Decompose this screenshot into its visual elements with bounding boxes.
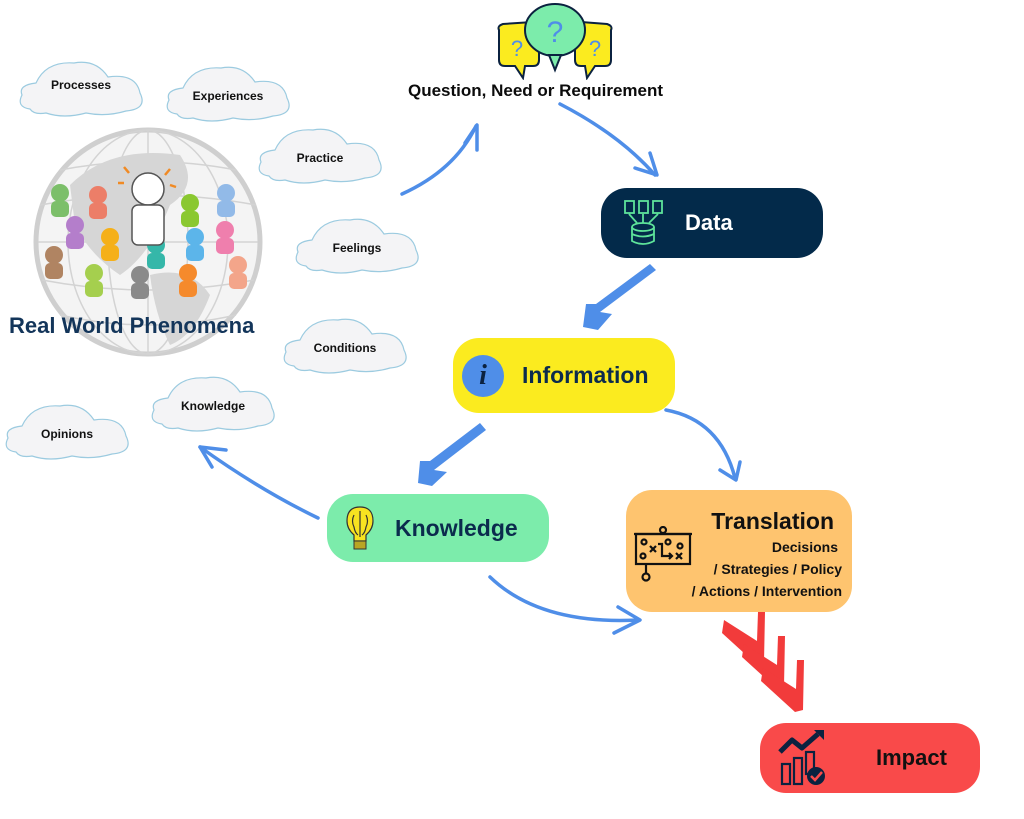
data-label: Data xyxy=(685,210,733,235)
translation-sub-actions: / Actions / Intervention xyxy=(691,583,842,599)
data-node: Data xyxy=(601,188,823,258)
cloud-knowledge: Knowledge xyxy=(148,370,278,434)
svg-text:?: ? xyxy=(511,36,523,61)
translation-sub-strategies: / Strategies / Policy xyxy=(713,561,842,577)
strategy-board-icon xyxy=(634,526,692,582)
arrow-question-to-data xyxy=(558,102,659,177)
cloud-icon xyxy=(166,66,290,122)
arrow-information-to-translation xyxy=(664,408,742,482)
translation-sub-decisions: Decisions xyxy=(771,539,838,555)
svg-text:?: ? xyxy=(547,16,564,49)
translation-label: Translation xyxy=(711,508,834,534)
svg-text:?: ? xyxy=(589,36,601,61)
cloud-conditions: Conditions xyxy=(280,312,410,376)
cloud-processes: Processes xyxy=(16,55,146,119)
cloud-label: Feelings xyxy=(332,241,382,256)
impact-node: Impact xyxy=(760,723,980,793)
knowledge-label: Knowledge xyxy=(395,514,518,541)
translation-text: Translation Decisions / Strategies / Pol… xyxy=(692,508,842,599)
impact-chevrons xyxy=(722,612,804,712)
cloud-feelings: Feelings xyxy=(292,212,422,276)
speech-bubbles-question-icon: ? ? ? xyxy=(497,3,613,80)
growth-chart-check-icon xyxy=(778,730,825,786)
translation-node: Translation Decisions / Strategies / Pol… xyxy=(626,490,852,612)
impact-label: Impact xyxy=(876,745,947,770)
database-documents-icon xyxy=(624,200,663,245)
cloud-label: Opinions xyxy=(41,427,93,442)
information-label: Information xyxy=(522,362,649,388)
arrow-data-to-information xyxy=(583,264,656,330)
cloud-icon xyxy=(258,128,382,184)
cloud-icon xyxy=(151,376,275,432)
knowledge-node: Knowledge xyxy=(327,494,549,562)
cloud-label: Conditions xyxy=(313,341,377,356)
cloud-icon xyxy=(19,61,143,117)
cloud-label: Practice xyxy=(296,151,344,166)
world-title: Real World Phenomena xyxy=(9,313,255,338)
info-icon: i xyxy=(462,354,504,397)
cloud-label: Knowledge xyxy=(180,399,245,414)
arrow-knowledge-to-translation xyxy=(488,575,642,635)
world-group: Real World Phenomena xyxy=(9,125,270,360)
cloud-opinions: Opinions xyxy=(2,398,132,462)
cloud-icon xyxy=(283,318,407,374)
arrow-information-to-knowledge xyxy=(418,423,486,486)
arrow-knowledge-to-clouds xyxy=(198,445,320,520)
cloud-icon xyxy=(295,218,419,274)
cloud-practice: Practice xyxy=(255,122,385,186)
cloud-label: Experiences xyxy=(192,89,264,104)
cloud-label: Processes xyxy=(50,77,112,92)
globe-people-icon xyxy=(33,127,263,357)
cloud-icon xyxy=(5,404,129,460)
arrow-world-to-question xyxy=(400,123,479,196)
question-label: Question, Need or Requirement xyxy=(408,81,664,100)
lightbulb-brain-icon xyxy=(346,506,374,550)
information-node: i Information xyxy=(453,338,675,413)
cloud-experiences: Experiences xyxy=(163,60,293,124)
question-group: ? ? ? Question, Need or Requirement xyxy=(405,0,695,104)
